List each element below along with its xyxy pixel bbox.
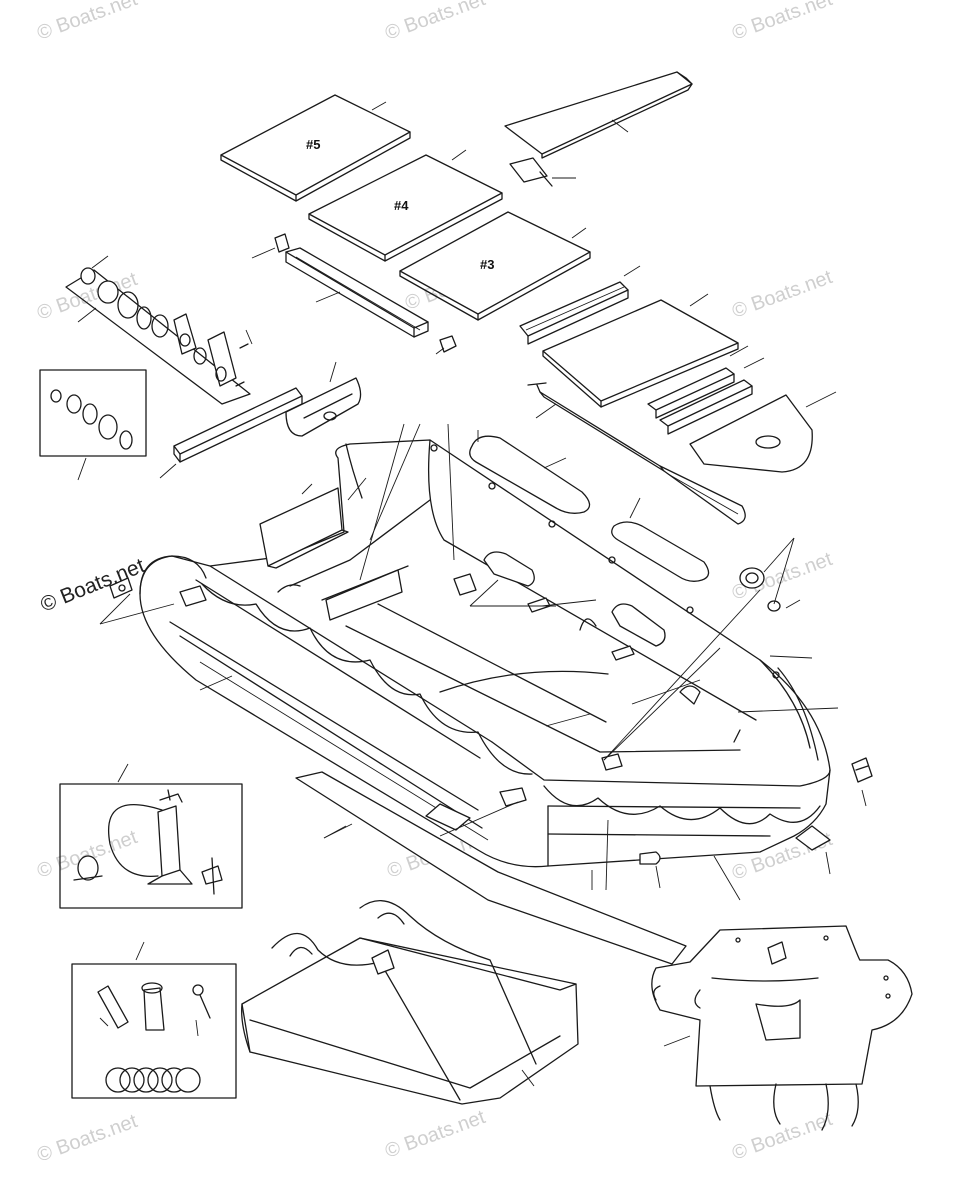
pump-inset bbox=[59, 763, 243, 909]
panel-label-3: #3 bbox=[480, 257, 494, 272]
panel-label-5: #5 bbox=[306, 137, 320, 152]
floor-panel-5: #5 bbox=[220, 94, 411, 202]
valve-kit-inset bbox=[39, 369, 147, 481]
floor-stringer bbox=[251, 233, 457, 355]
valve-assembly bbox=[65, 255, 253, 405]
keel-strip bbox=[519, 265, 641, 345]
hull-leader-lines bbox=[99, 423, 867, 901]
oar bbox=[527, 382, 746, 525]
watermark: © Boats.net bbox=[382, 1106, 488, 1163]
seat-bag bbox=[285, 361, 362, 437]
floor-panel-2 bbox=[542, 293, 739, 408]
seat-bracket bbox=[509, 157, 576, 187]
bow-fitting bbox=[109, 577, 133, 599]
logo-decal bbox=[851, 757, 873, 783]
seat-cushion bbox=[469, 435, 591, 514]
inflatable-boat-hull bbox=[139, 439, 831, 868]
floor-panel-4: #4 bbox=[308, 149, 503, 262]
floor-panel-3: #3 bbox=[399, 211, 591, 321]
valve-right bbox=[739, 537, 801, 612]
wear-strip bbox=[295, 771, 687, 965]
watermark: © Boats.net bbox=[729, 0, 835, 45]
watermark: © Boats.net bbox=[34, 1110, 140, 1167]
transom-plate bbox=[689, 391, 837, 473]
carry-bag bbox=[241, 900, 579, 1105]
floor-stringers-pair bbox=[647, 345, 765, 435]
panel-label-4: #4 bbox=[394, 198, 409, 213]
watermark: © Boats.net bbox=[34, 0, 140, 45]
transom-board bbox=[259, 483, 349, 569]
watermark: © Boats.net bbox=[729, 266, 835, 323]
wood-strip bbox=[159, 387, 303, 479]
watermark: © Boats.net bbox=[729, 1108, 835, 1165]
watermark-main: © Boats.net bbox=[37, 554, 148, 617]
watermark: © Boats.net bbox=[382, 0, 488, 45]
boat-cover bbox=[651, 925, 913, 1131]
repair-kit-inset bbox=[71, 941, 237, 1099]
bench-seat bbox=[504, 71, 693, 159]
seat-cushion bbox=[611, 497, 710, 582]
main-watermark: © Boats.net bbox=[37, 554, 148, 617]
